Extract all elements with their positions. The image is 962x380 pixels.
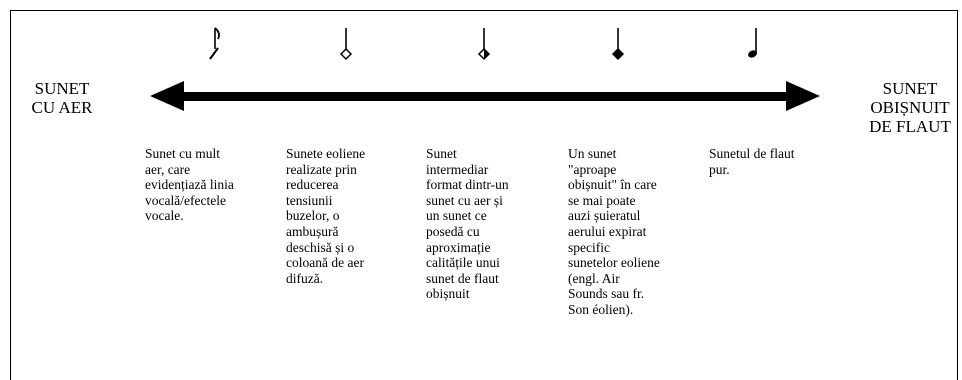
right-arrow-head [786, 81, 820, 111]
diagram-frame [10, 10, 958, 380]
description-pure-flute-sound: Sunetul de flaut pur. [709, 146, 795, 177]
left-arrow-head [150, 81, 184, 111]
slashed-stem-eighth-note-icon [209, 27, 220, 60]
description-airy-sound: Sunet cu mult aer, care evidențiază lini… [145, 146, 234, 224]
arrow-shaft [182, 92, 788, 101]
description-almost-normal-sound: Un sunet "aproape obișnuit" în care se m… [568, 146, 660, 317]
left-end-label: SUNET CU AER [31, 79, 93, 117]
half-filled-diamond-note-icon [477, 28, 491, 61]
description-intermediate-sound: Sunet intermediar format dintr-un sunet … [426, 146, 509, 302]
hollow-diamond-note-icon [339, 28, 353, 61]
right-end-label: SUNET OBIȘNUIT DE FLAUT [869, 79, 951, 136]
double-headed-arrow [150, 81, 820, 111]
quarter-note-icon [748, 28, 757, 58]
description-aeolian-sounds: Sunete eoliene realizate prin reducerea … [286, 146, 366, 286]
filled-diamond-note-icon [611, 28, 625, 61]
